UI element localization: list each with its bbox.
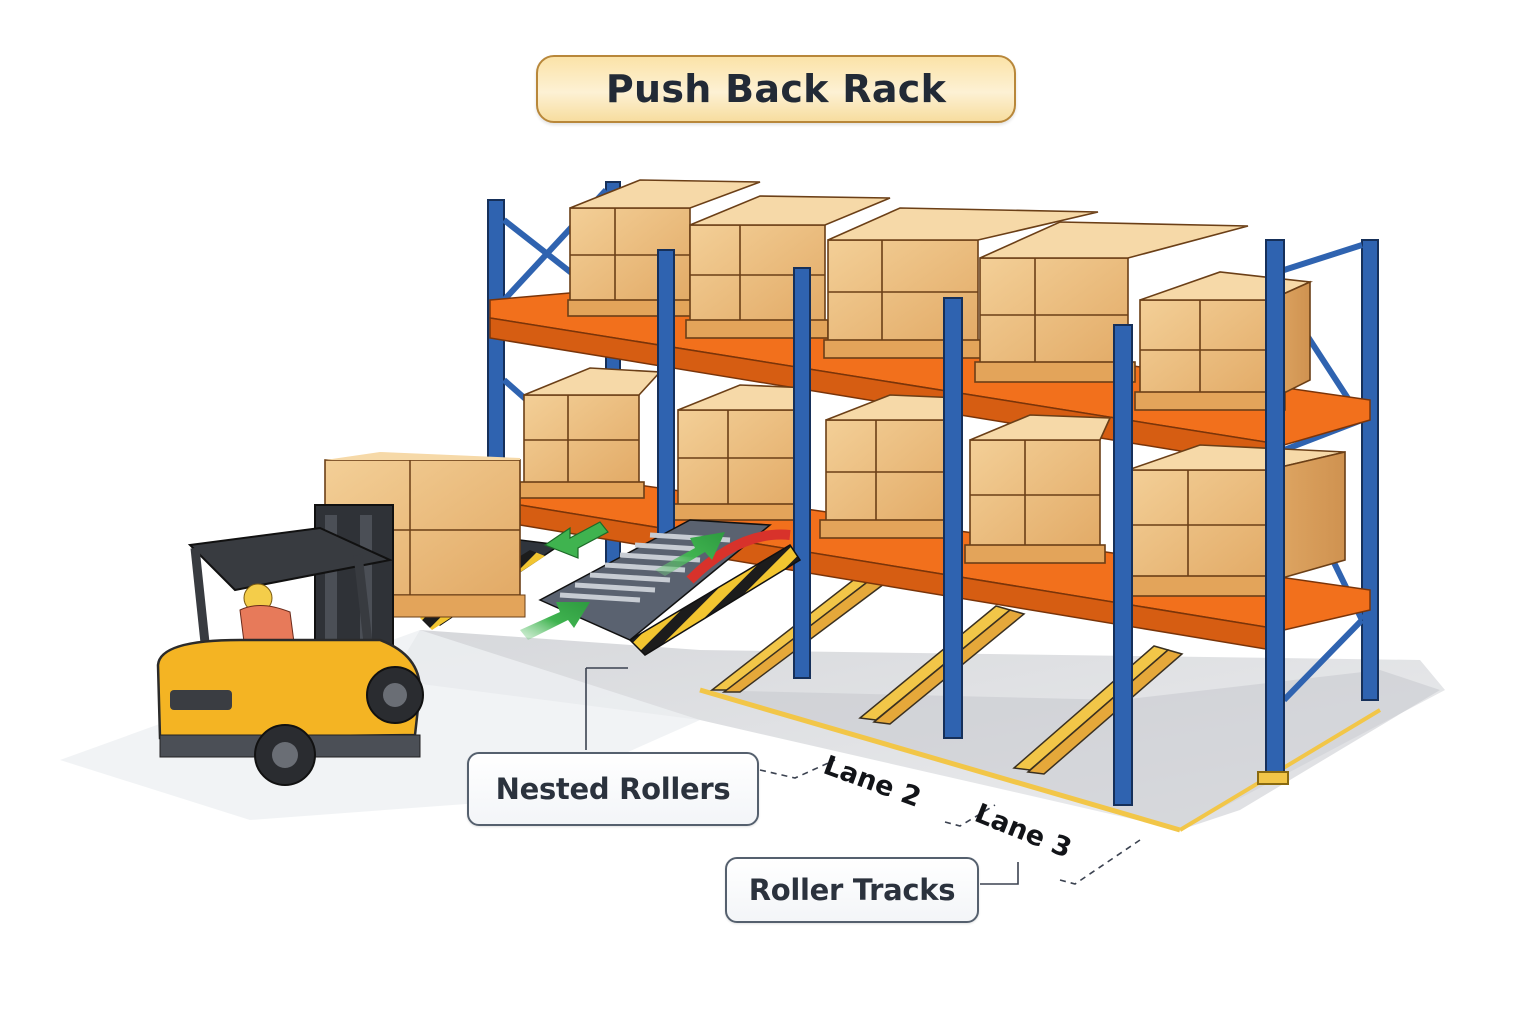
callout-roller-tracks-text: Roller Tracks xyxy=(748,873,956,907)
arrow-in-upper-icon xyxy=(655,532,725,576)
diagram-title-text: Push Back Rack xyxy=(605,67,947,111)
callout-nested-rollers-text: Nested Rollers xyxy=(495,772,731,806)
callout-roller-tracks: Roller Tracks xyxy=(725,857,979,923)
diagram-title: Push Back Rack xyxy=(536,55,1016,123)
floor-rails xyxy=(709,577,1184,775)
direction-arrows xyxy=(520,521,725,640)
arrow-out-icon xyxy=(543,521,609,559)
arrow-in-icon xyxy=(520,602,590,640)
forklift xyxy=(156,452,526,786)
callout-nested-rollers: Nested Rollers xyxy=(467,752,759,826)
rack-uprights-front xyxy=(657,239,1289,806)
leader-lines xyxy=(585,667,1141,885)
